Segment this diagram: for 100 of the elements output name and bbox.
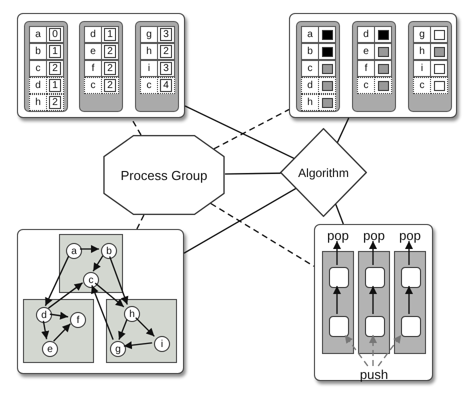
table-cell: c (413, 77, 431, 94)
stack-label: push (358, 367, 390, 381)
graph-node-circle: e (42, 341, 58, 357)
arrow (405, 241, 413, 265)
graph-node-circle: b (101, 243, 117, 259)
arrow (333, 286, 341, 314)
panel-box (17, 13, 185, 118)
table-cell: 0 (46, 26, 64, 43)
arrow (124, 341, 152, 350)
table-cell: c (357, 77, 375, 94)
stack-label: pop (362, 228, 386, 242)
table-cell: c (140, 77, 158, 94)
connector-line (184, 105, 294, 159)
group-region (59, 234, 123, 293)
connector-line (214, 108, 290, 150)
stack-slot (329, 267, 349, 288)
arrow (50, 312, 68, 320)
table-cell: h (29, 94, 47, 111)
table-cell: i (140, 60, 158, 77)
stack-slot (401, 267, 421, 288)
table-cell: h (140, 43, 158, 60)
arrow (44, 256, 70, 306)
table-cell: c (29, 60, 47, 77)
table-cell: d (29, 77, 47, 94)
table-cell: 4 (157, 77, 175, 94)
table-cell: 2 (46, 60, 64, 77)
table-cell: d (84, 26, 102, 43)
stack-label: pop (398, 228, 422, 242)
stack-slot (401, 316, 421, 337)
arrow (369, 286, 377, 314)
graph-node-circle: d (36, 307, 52, 323)
arrow (91, 285, 114, 340)
table-cell: i (413, 60, 431, 77)
table-cell: a (29, 26, 47, 43)
octagon-node: Process Group (103, 135, 225, 215)
stack-column (394, 251, 426, 354)
arrow (109, 256, 128, 305)
connector-line (184, 188, 296, 254)
diamond-node: Algorithm (280, 128, 367, 217)
table-cell: a (301, 26, 319, 43)
arrow (48, 282, 83, 309)
table-cell: e (357, 43, 375, 60)
arrow (369, 241, 377, 265)
stack-slot (365, 316, 385, 337)
graph-node-circle: h (124, 306, 140, 322)
arrow (80, 245, 99, 253)
stack-column (322, 251, 354, 354)
connector-line (335, 204, 344, 224)
table-cell: 3 (157, 60, 175, 77)
table-cell: b (301, 43, 319, 60)
table-cell: c (84, 77, 102, 94)
table-cell: 2 (101, 60, 119, 77)
connector-line (210, 202, 314, 267)
stack-slot (365, 267, 385, 288)
table-cell: 2 (46, 94, 64, 111)
arrow (344, 334, 368, 366)
arrow (92, 255, 104, 272)
table-cell: 3 (157, 26, 175, 43)
connector-line (336, 118, 350, 143)
arrow (118, 319, 128, 340)
arrow (53, 323, 71, 342)
arrow (94, 282, 124, 308)
table-cell: e (84, 43, 102, 60)
panel-box (289, 13, 457, 118)
graph-node-circle: c (83, 272, 99, 288)
table-cell: f (357, 60, 375, 77)
graph-node-circle: a (66, 243, 82, 259)
table-cell: 1 (101, 26, 119, 43)
table-cell: d (301, 77, 319, 94)
arrow (405, 286, 413, 314)
table-cell: 1 (46, 43, 64, 60)
arrow (378, 334, 402, 366)
table-cell: 2 (157, 43, 175, 60)
table-cell: h (301, 94, 319, 111)
table-cell: c (301, 60, 319, 77)
stack-label: pop (326, 228, 350, 242)
table-cell: b (29, 43, 47, 60)
arrow (333, 241, 341, 265)
table-cell: d (357, 26, 375, 43)
table-cell: h (413, 43, 431, 60)
panel-box (17, 229, 184, 374)
arrow (135, 317, 155, 337)
stack-slot (329, 316, 349, 337)
panel-box (314, 224, 433, 381)
graph-node-circle: g (110, 341, 126, 357)
table-cell: f (84, 60, 102, 77)
graph-node-circle: f (70, 312, 86, 328)
table-cell: 1 (46, 77, 64, 94)
stack-column (358, 251, 390, 354)
table-cell: g (413, 26, 431, 43)
group-region (23, 299, 94, 363)
graph-node-circle: i (154, 336, 170, 352)
arrow (41, 320, 50, 340)
group-region (106, 299, 177, 363)
connector-line (136, 214, 144, 230)
table-cell: 2 (101, 77, 119, 94)
arrow (369, 335, 377, 366)
table-cell: 2 (101, 43, 119, 60)
table-cell: g (140, 26, 158, 43)
connector-line (225, 172, 281, 175)
